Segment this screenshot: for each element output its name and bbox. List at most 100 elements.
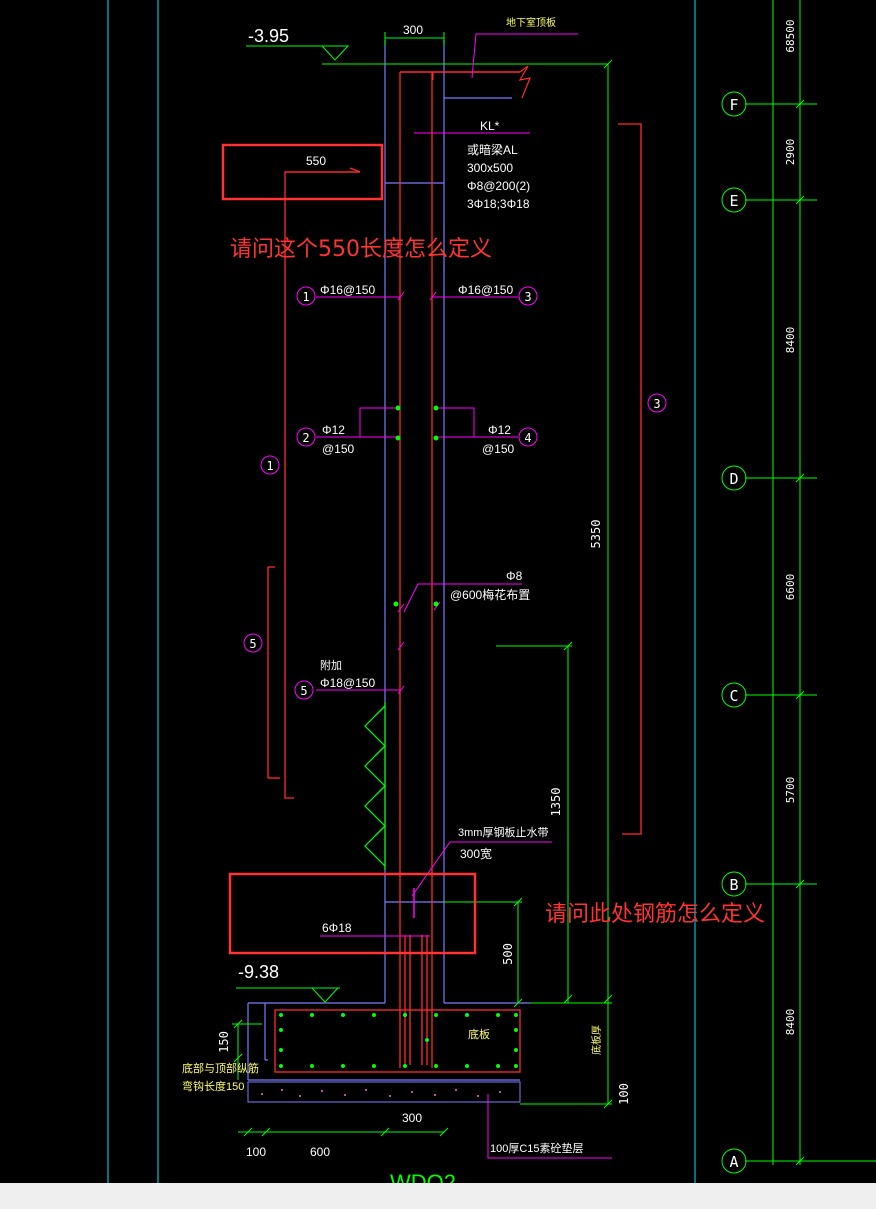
waterstop-width: 300宽: [460, 846, 492, 861]
axis-bubble-A[interactable]: [721, 1148, 747, 1174]
axis-bubble-B[interactable]: [721, 871, 747, 897]
cushion-layer: 100厚C15素砼垫层: [247, 1081, 612, 1159]
beam-size: 300x500: [467, 161, 513, 175]
dim-550: 550: [306, 154, 326, 168]
waterstop-spec: 3mm厚钢板止水带: [458, 825, 548, 839]
axis-dim-6600: 6600: [784, 574, 797, 601]
elevation-top-label: -3.95: [248, 26, 289, 46]
bubble-4-label: 4: [524, 431, 531, 445]
waterstop-callout: 3mm厚钢板止水带 300宽: [411, 825, 552, 918]
dim-600-bottom: 600: [310, 1145, 330, 1159]
bar2-spec: Φ12: [322, 423, 345, 437]
axis-label-A: A: [729, 1153, 738, 1171]
soil-hatch: [364, 702, 386, 870]
dim-100-bottom: 100: [246, 1145, 266, 1159]
vertical-dimensions: [232, 59, 613, 1109]
axis-label-D: D: [729, 470, 738, 488]
question-bottom-bars: 请问此处钢筋怎么定义: [545, 902, 765, 927]
beam-stirrup: Φ8@200(2): [467, 179, 530, 193]
bar2-spacing: @150: [322, 442, 355, 456]
additional-label: 附加: [320, 658, 342, 672]
callout-bar-3: 3 Φ16@150: [432, 283, 538, 306]
bubble-1-label: 1: [302, 290, 309, 304]
axis-grid: [745, 0, 876, 1166]
axis-dim-68500: 68500: [784, 19, 797, 52]
basement-roof-label: 地下室顶板: [506, 16, 556, 29]
bubble-1-vertical[interactable]: [260, 455, 280, 475]
axis-bubble-C[interactable]: [721, 682, 747, 708]
bar4-spacing: @150: [482, 442, 515, 456]
axis-bubble-F[interactable]: [721, 91, 747, 117]
dim-300-top: 300: [403, 23, 423, 37]
highlight-box-bottom-bars[interactable]: [228, 872, 477, 955]
bubble-5-vertical[interactable]: [243, 633, 263, 653]
callout-bar-1-vertical: 1: [260, 455, 280, 475]
bar5-spec: Φ18@150: [320, 676, 375, 690]
axis-dim-2900: 2900: [784, 139, 797, 166]
question-550: 请问这个550长度怎么定义: [230, 237, 492, 262]
bubble-3[interactable]: [518, 286, 538, 306]
bottom-dimensions: [238, 1127, 449, 1137]
callout-bar-4: 4 Φ12 @150: [438, 407, 538, 456]
tie-spec: Φ8: [506, 569, 523, 583]
dim-100: 100: [617, 1083, 631, 1105]
axis-label-C: C: [729, 687, 738, 705]
vertical-dim-labels: 5350 1350 500 150 100 底板厚: [217, 520, 631, 1105]
beam-bars: 3Φ18;3Φ18: [467, 197, 530, 211]
bubble-2-label: 2: [302, 431, 309, 445]
bubble-3-label: 3: [524, 290, 531, 304]
dim-5350: 5350: [589, 520, 603, 549]
beam-callout: KL* 或暗梁AL 300x500 Φ8@200(2) 3Φ18;3Φ18: [414, 119, 530, 211]
dim-1350: 1350: [549, 788, 563, 817]
bubble-1[interactable]: [296, 286, 316, 306]
callout-tie-bar: Φ8 @600梅花布置: [403, 569, 530, 613]
top-slab: [322, 63, 608, 99]
bottom-bars-spec: 6Φ18: [322, 921, 352, 935]
status-bar-cover: [0, 1183, 876, 1205]
bubble-5[interactable]: [294, 680, 314, 700]
bottom-bars-callout: 6Φ18: [320, 921, 430, 937]
bubble-1-vertical-label: 1: [266, 459, 273, 473]
axis-dim-8400-lower: 8400: [784, 1009, 797, 1036]
dim-150: 150: [217, 1031, 231, 1053]
bubble-3-vertical-label: 3: [653, 397, 660, 411]
cushion-label: 100厚C15素砼垫层: [490, 1141, 584, 1155]
highlight-box-550[interactable]: [221, 143, 384, 201]
slab-label: 底板: [468, 1027, 490, 1041]
bubble-5-label: 5: [300, 684, 307, 698]
callout-bar-5-vertical: 5: [243, 633, 263, 653]
bubble-2[interactable]: [296, 427, 316, 447]
elevation-bottom: -9.38: [236, 962, 340, 1003]
callout-bar-3-vertical: 3: [647, 393, 667, 413]
slab-note-2: 弯钩长度150: [182, 1079, 244, 1093]
wall-rebar: [267, 72, 642, 1073]
axis-label-F: F: [729, 96, 738, 114]
dim-wall-thickness: 300: [384, 23, 445, 46]
bar4-spec: Φ12: [488, 423, 511, 437]
bubble-5-vertical-label: 5: [249, 637, 256, 651]
axis-label-B: B: [729, 876, 738, 894]
bar1-spec: Φ16@150: [320, 283, 375, 297]
rebar-dots: [279, 405, 518, 1068]
bubble-4[interactable]: [518, 427, 538, 447]
callout-bar-2: 2 Φ12 @150: [296, 407, 396, 456]
elevation-bottom-label: -9.38: [238, 962, 279, 982]
dim-300-bottom: 300: [402, 1111, 422, 1125]
slab-note-1: 底部与顶部纵筋: [182, 1061, 259, 1075]
axis-bubbles: F E D C B A: [721, 91, 747, 1174]
axis-dimensions: 68500 2900 8400 6600 5700 8400: [784, 19, 797, 1035]
dim-500: 500: [501, 943, 515, 965]
bubble-3-vertical[interactable]: [647, 393, 667, 413]
bar3-spec: Φ16@150: [458, 283, 513, 297]
basement-roof-callout: 地下室顶板: [471, 16, 578, 79]
axis-dim-8400: 8400: [784, 327, 797, 354]
axis-label-E: E: [729, 192, 738, 210]
callout-bar-5: 5 附加 Φ18@150: [294, 658, 400, 700]
axis-dim-5700: 5700: [784, 777, 797, 804]
slab-thickness-label: 底板厚: [590, 1025, 603, 1055]
callout-bar-1: 1 Φ16@150: [296, 283, 400, 306]
axis-bubble-D[interactable]: [721, 465, 747, 491]
axis-bubble-E[interactable]: [721, 187, 747, 213]
